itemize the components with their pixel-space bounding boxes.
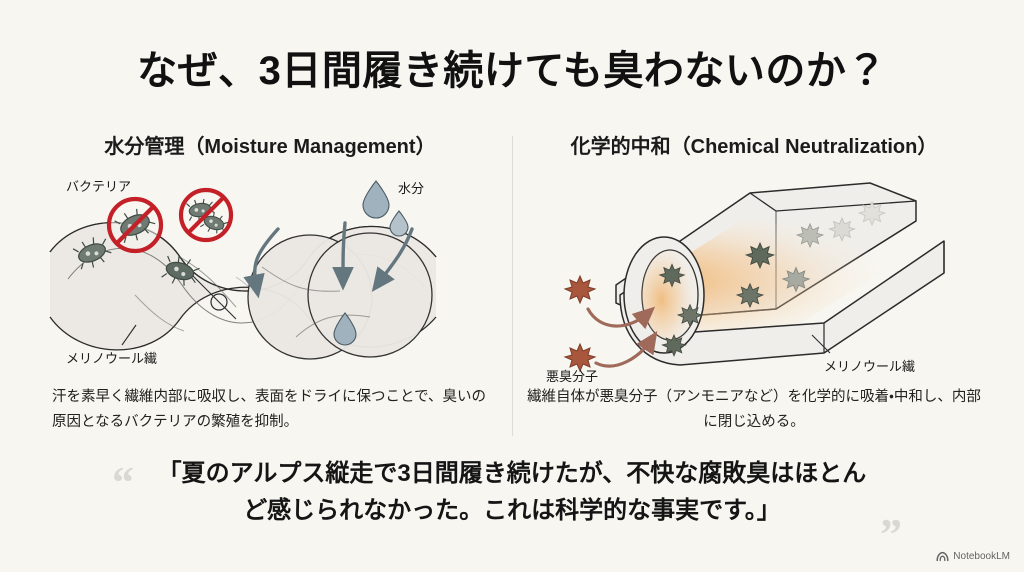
column-divider (512, 136, 513, 436)
quote-open-mark: “ (112, 458, 134, 507)
neutralization-diagram-svg: 悪臭分子 メリノウール繊 (546, 182, 945, 382)
notebooklm-watermark: NotebookLM (936, 551, 1010, 562)
caption-moisture-text: 汗を素早く繊維内部に吸収し、表面をドライに保つことで、臭いの原因となるバクテリア… (52, 389, 486, 431)
column-chemical-neutralization: 化学的中和（Chemical Neutralization） (524, 130, 984, 382)
odor-absorption-arrow-group (586, 306, 658, 368)
label-odor-molecule: 悪臭分子 (546, 369, 598, 382)
odor-molecule-inside-group (658, 200, 887, 357)
column-moisture-management: 水分管理（Moisture Management） (40, 130, 500, 382)
column-heading-moisture: 水分管理（Moisture Management） (104, 136, 436, 158)
bacteria-blocked-sign-2 (178, 187, 234, 243)
diagram-chemical-neutralization: 悪臭分子 メリノウール繊 (524, 167, 984, 382)
label-moisture: 水分 (398, 181, 424, 196)
quote-line-1: 「夏のアルプス縦走で3日間履き続けたが、不快な腐敗臭はほとん (157, 460, 867, 487)
label-fiber-left: メリノウール繊 (66, 351, 157, 366)
caption-chemical: 繊維自体が悪臭分子（アンモニアなど）を化学的に吸着・中和し、内部に閉じ込める。 (524, 385, 984, 436)
caption-moisture: 汗を素早く繊維内部に吸収し、表面をドライに保つことで、臭いの原因となるバクテリア… (40, 385, 500, 436)
absorption-arrow-group (243, 221, 414, 299)
bacteria-icon-group (72, 237, 200, 286)
quote-close-mark: ” (880, 510, 902, 559)
page-title: なぜ、3日間履き続けても臭わないのか？ (137, 49, 887, 93)
quote-text: 「夏のアルプス縦走で3日間履き続けたが、不快な腐敗臭はほとん ど感じられなかった… (112, 455, 912, 529)
quote-line-2: ど感じられなかった。これは科学的な事実です。」 (243, 497, 781, 525)
caption-chemical-text: 繊維自体が悪臭分子（アンモニアなど）を化学的に吸着・中和し、内部に閉じ込める。 (527, 389, 981, 431)
fiber-tube (615, 182, 945, 366)
notebooklm-logo-icon (936, 551, 949, 562)
moisture-diagram-svg: バクテリア 水分 メリノウール繊 (49, 179, 437, 366)
notebooklm-label: NotebookLM (953, 551, 1010, 562)
diagram-moisture-management: バクテリア 水分 メリノウール繊 (40, 167, 500, 382)
label-fiber-right: メリノウール繊 (824, 359, 915, 374)
bacteria-blocked-sign-1 (106, 196, 164, 254)
water-droplet-group (333, 180, 409, 346)
pull-quote: “ ” 「夏のアルプス縦走で3日間履き続けたが、不快な腐敗臭はほとん ど感じられ… (0, 455, 1024, 557)
label-bacteria: バクテリア (66, 179, 131, 194)
column-heading-chemical: 化学的中和（Chemical Neutralization） (570, 136, 938, 158)
odor-molecule-outside-group (563, 274, 597, 373)
